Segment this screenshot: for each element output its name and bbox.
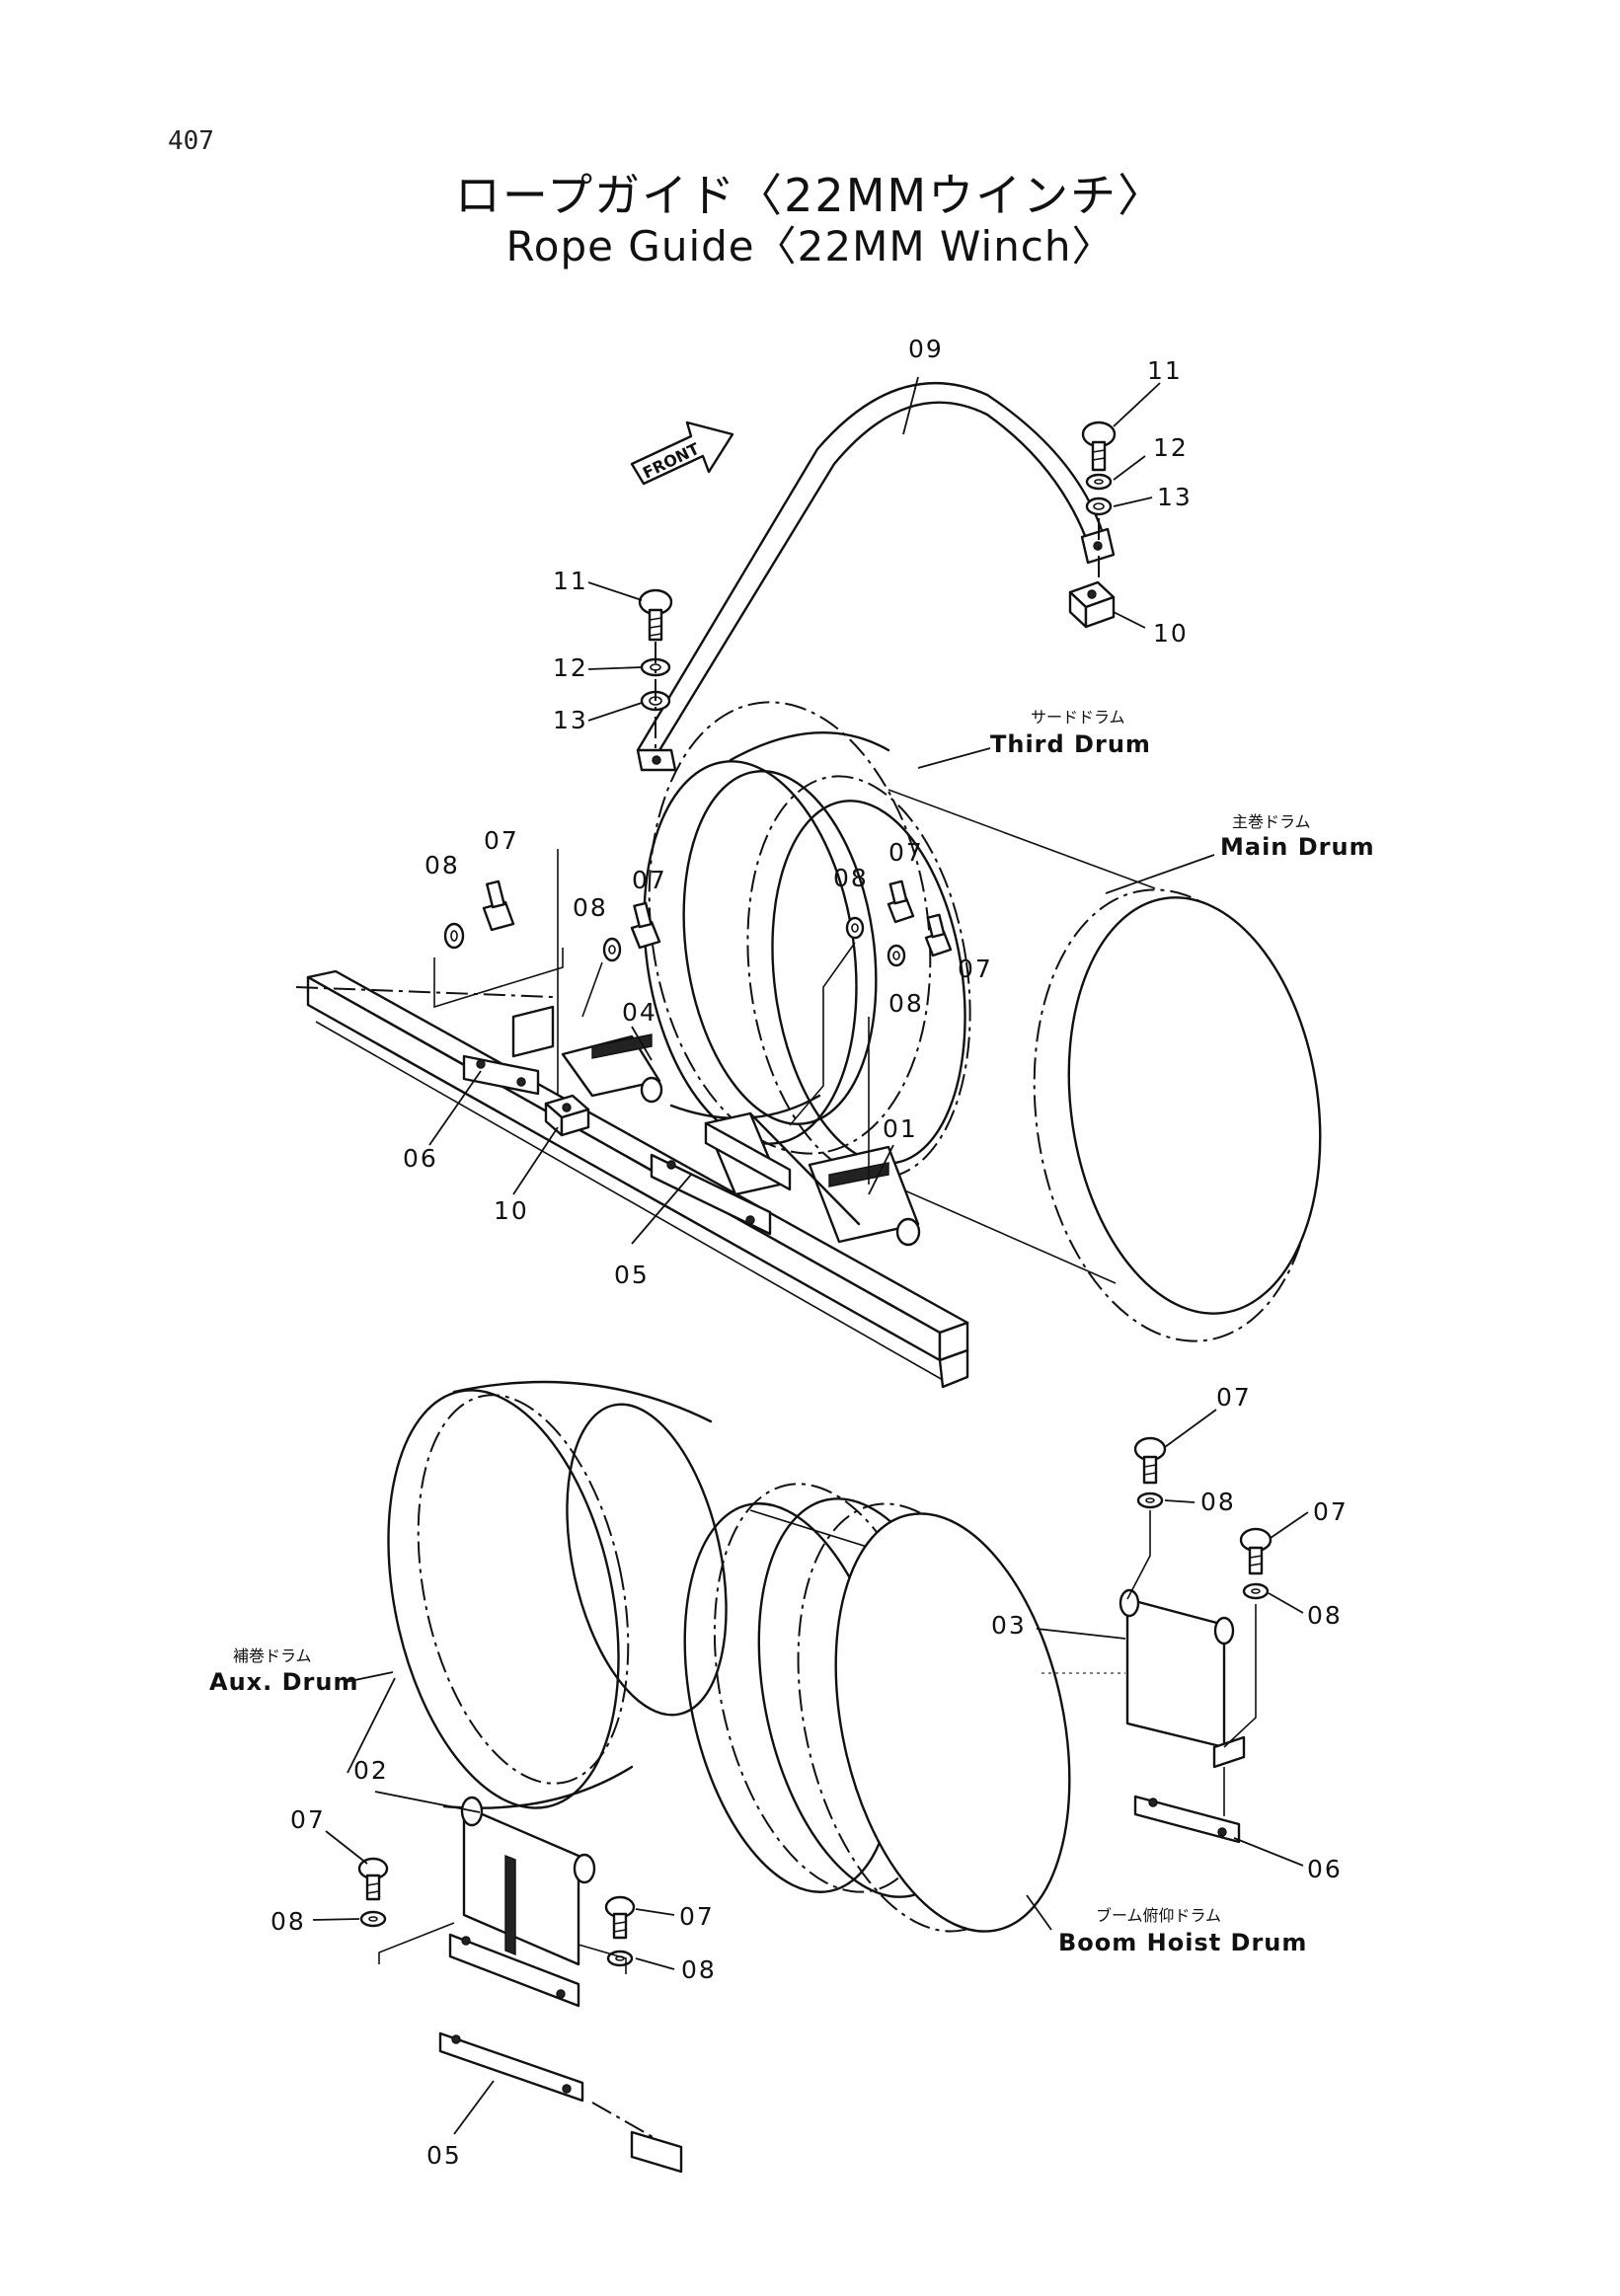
- part-label-12-right: 12: [1153, 433, 1189, 462]
- page-number: 407: [168, 126, 214, 156]
- drum-label-main-jp: 主巻ドラム: [1232, 812, 1311, 831]
- part-label-08-e: 08: [1200, 1488, 1236, 1516]
- bolt-07-a: [482, 880, 515, 932]
- part-label-08-c: 08: [833, 864, 869, 892]
- washer-08-b: [602, 937, 622, 962]
- part-label-07-e: 07: [1216, 1383, 1252, 1412]
- boom-hoist-drum: [683, 1483, 1071, 1933]
- drum-label-boom-hoist-en: Boom Hoist Drum: [1058, 1929, 1307, 1956]
- part-label-07-c: 07: [888, 838, 924, 867]
- drum-label-main-en: Main Drum: [1220, 833, 1375, 861]
- part-label-05-upper: 05: [614, 1261, 650, 1289]
- part-label-13-left: 13: [553, 706, 588, 734]
- washer-08-a: [443, 922, 465, 950]
- bolt-07-b: [630, 901, 661, 950]
- rope-guide-04: [511, 1005, 663, 1104]
- part-label-03: 03: [991, 1611, 1027, 1640]
- rope-guide-02: [448, 1796, 596, 2008]
- part-label-07-b: 07: [632, 866, 667, 894]
- bolt-07-e: [1133, 1436, 1167, 1485]
- aux-drum: [387, 1380, 728, 1809]
- part-label-08-b: 08: [573, 893, 608, 922]
- part-label-10-lower: 10: [494, 1196, 529, 1225]
- part-label-08-h: 08: [681, 1955, 717, 1984]
- drum-label-boom-hoist-jp: ブーム俯仰ドラム: [1096, 1906, 1221, 1925]
- block-10-upper: [1068, 580, 1116, 629]
- drum-label-aux-jp: 補巻ドラム: [233, 1646, 312, 1665]
- part-label-04: 04: [622, 998, 657, 1027]
- part-label-13-right: 13: [1157, 483, 1193, 511]
- leader-lines: [312, 376, 1309, 2135]
- drum-label-third-en: Third Drum: [990, 730, 1151, 758]
- bolt-07-f: [1239, 1527, 1273, 1575]
- part-label-07-g: 07: [290, 1805, 326, 1834]
- bolt-07-g: [357, 1857, 389, 1901]
- part-label-11-right: 11: [1147, 356, 1183, 385]
- rope-guide-03: [1041, 1588, 1246, 1769]
- part-label-05-lower: 05: [426, 2141, 462, 2170]
- bolt-11-right: [1081, 421, 1117, 472]
- plate-06: [462, 1054, 540, 1096]
- part-label-08-a: 08: [424, 851, 460, 880]
- part-label-07-d: 07: [958, 955, 993, 983]
- part-label-10-upper: 10: [1153, 619, 1189, 648]
- part-label-07-h: 07: [679, 1902, 715, 1931]
- part-label-02: 02: [353, 1756, 389, 1785]
- plate-05: [650, 1121, 792, 1236]
- part-label-07-a: 07: [484, 826, 519, 855]
- washer-08-c: [845, 916, 865, 940]
- third-drum: [643, 701, 932, 1155]
- washer-12-right: [1085, 473, 1113, 491]
- washer-08-e: [1136, 1492, 1164, 1509]
- part-label-07-f: 07: [1313, 1497, 1349, 1526]
- bolt-07-h: [604, 1895, 636, 1940]
- page-title-japanese: ロープガイド〈22MMウインチ〉: [454, 169, 1166, 222]
- part-label-06-lower: 06: [1307, 1855, 1343, 1883]
- washer-08-g: [359, 1910, 387, 1928]
- part-label-06-upper: 06: [403, 1144, 438, 1173]
- bolt-11-left: [638, 588, 673, 642]
- drum-label-aux-en: Aux. Drum: [209, 1668, 358, 1696]
- bolt-07-d: [924, 913, 953, 957]
- page-title-english: Rope Guide〈22MM Winch〉: [505, 222, 1115, 270]
- washer-08-f: [1242, 1582, 1270, 1600]
- part-label-12-left: 12: [553, 653, 588, 682]
- bolt-07-c: [887, 880, 915, 924]
- plate-05-lower: [438, 2031, 683, 2174]
- part-label-11-left: 11: [553, 567, 588, 595]
- part-label-01: 01: [883, 1114, 918, 1143]
- part-label-08-d: 08: [888, 989, 924, 1018]
- part-label-08-g: 08: [270, 1907, 306, 1936]
- part-label-08-f: 08: [1307, 1601, 1343, 1630]
- part-label-09: 09: [908, 335, 944, 363]
- plate-06-lower: [1133, 1795, 1241, 1844]
- drum-label-third-jp: サードドラム: [1031, 708, 1125, 727]
- washer-13-right: [1085, 497, 1113, 516]
- washer-08-d: [887, 944, 906, 967]
- front-arrow-icon: FRONT: [630, 421, 734, 486]
